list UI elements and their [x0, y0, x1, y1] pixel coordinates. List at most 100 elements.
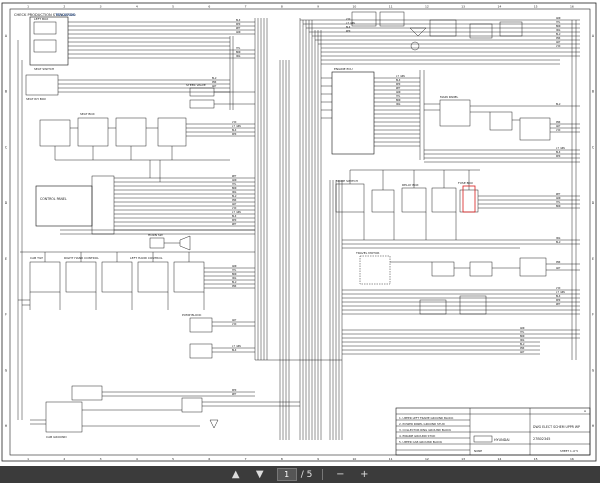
wire-tag: RED: [396, 83, 401, 86]
wire-tag: VIO: [232, 323, 237, 326]
row-letter: D: [592, 201, 595, 205]
row-letter: C: [592, 145, 595, 149]
wire-tag: WHT: [556, 193, 561, 196]
ground-note-5: 5. UPPER CAB GROUND BLOCK: [399, 440, 442, 444]
wire-tag: BLK: [232, 129, 237, 132]
column-number: 5: [172, 5, 174, 9]
column-number: 13: [461, 5, 465, 9]
wire-tag: ORG: [556, 29, 561, 32]
wire-tag: GRN: [556, 17, 561, 20]
wire-tag: GRY: [232, 203, 237, 206]
column-number: 6: [208, 457, 210, 461]
title-block: HYUNDAI DWG ELECT SCHEM UPPR WP 27B02345…: [474, 409, 587, 453]
label-seat-rh-box: SEAT RH BOX: [26, 97, 46, 101]
column-number: 10: [352, 5, 356, 9]
row-letter: B: [592, 90, 594, 94]
label-pump-block: PUMP BLOCK: [182, 313, 202, 317]
column-number: 16: [570, 5, 574, 9]
column-number: 9: [317, 457, 319, 461]
column-number: 14: [497, 5, 501, 9]
wire-tag: ORG: [520, 339, 525, 342]
label-main-panel: MAIN PANEL: [440, 95, 459, 99]
wire-tag: BLU: [520, 343, 525, 346]
wire-tag: BRN: [232, 273, 237, 276]
wire-tag: ORG: [396, 103, 401, 106]
zoom-in-icon[interactable]: +: [360, 469, 369, 480]
row-letter: B: [5, 90, 7, 94]
wire-tag: YEL: [556, 21, 561, 24]
wire-tag: RED: [232, 389, 237, 392]
wire-tag: BLK: [556, 151, 561, 154]
page-number-input[interactable]: [276, 468, 297, 481]
column-number: 4: [136, 457, 138, 461]
column-number: 3: [100, 5, 102, 9]
previous-page-icon[interactable]: ▲: [231, 469, 240, 480]
row-letter: E: [592, 257, 594, 261]
zoom-out-icon[interactable]: −: [336, 469, 345, 480]
wire-tag: BLU: [556, 241, 561, 244]
wire-tag: WHT: [396, 87, 401, 90]
wire-tag: ORG: [236, 55, 241, 58]
column-number: 1: [27, 457, 29, 461]
wire-tag: BRN: [520, 335, 525, 338]
column-number: 2: [63, 5, 65, 9]
wire-tag: WHT: [236, 27, 241, 30]
row-letter: H: [5, 424, 8, 428]
row-letter: C: [5, 145, 8, 149]
label-seat-box: SEAT BOX: [80, 112, 95, 116]
column-number: 16: [570, 457, 574, 461]
page-indicator: / 5: [276, 468, 313, 481]
wire-tag: BLK: [346, 26, 351, 29]
wire-tag: PNK: [232, 199, 237, 202]
label-relay-box: RELAY BOX: [402, 183, 419, 187]
label-steer-valve: STEER VALVE: [186, 83, 206, 87]
wire-tag: VIO: [232, 207, 237, 210]
wire-tag: BRN: [556, 205, 561, 208]
wire-tag: PNK: [232, 285, 237, 288]
next-page-icon[interactable]: ▼: [255, 469, 264, 480]
top-note: CHECK PRODUCTION STANDARDS:: [14, 13, 76, 17]
wire-tag: GRN: [232, 179, 237, 182]
wire-tag: BLK: [236, 19, 241, 22]
column-number: 11: [389, 5, 393, 9]
wire-tag: BLK: [232, 349, 237, 352]
wire-tag: BLU: [556, 103, 561, 106]
title-sheet: SHEET 1 of 5: [560, 449, 578, 453]
wire-tag: BRN: [232, 187, 237, 190]
wire-tag: PNK: [556, 121, 561, 124]
column-number: 14: [497, 457, 501, 461]
label-left-hand-control: LEFT HAND CONTROL: [130, 256, 163, 260]
title-drawing-number: 27B02345: [533, 437, 550, 441]
label-left-box: LEFT BOX: [34, 17, 48, 21]
label-fuse-box: FUSE BOX: [458, 181, 473, 185]
column-number: 8: [281, 457, 283, 461]
wire-tag: BLK: [232, 215, 237, 218]
wire-tag: BLU: [232, 281, 237, 284]
wire-tag: VIO: [346, 18, 351, 21]
row-letter: G: [592, 368, 595, 372]
column-number: 2: [63, 457, 65, 461]
wire-tag: GRY: [232, 319, 237, 322]
wire-tag: GRN: [520, 327, 525, 330]
wire-tag: BLU: [232, 195, 237, 198]
wire-tag: BRN: [556, 25, 561, 28]
wire-tag: BLK: [396, 79, 401, 82]
label-travel-motor: TRAVEL MOTOR: [355, 251, 379, 255]
wire-tag: LT GRN: [232, 345, 241, 348]
wire-tag: WHT: [232, 393, 237, 396]
wire-tag: GRY: [520, 351, 525, 354]
wire-tag: WHT: [232, 223, 237, 226]
wire-tag: YEL: [556, 201, 561, 204]
wire-tag: BLU: [212, 77, 217, 80]
page-total: / 5: [300, 469, 313, 480]
ground-notes: 1. UPPER LEFT FRAME GROUND BLOCK 2. POWE…: [399, 416, 454, 444]
wire-tag: LT GRN: [232, 211, 241, 214]
wire-tag: PNK: [556, 261, 561, 264]
wire-tag: GRN: [556, 197, 561, 200]
wire-tag: GRY: [212, 85, 217, 88]
wire-tag: YEL: [520, 331, 525, 334]
